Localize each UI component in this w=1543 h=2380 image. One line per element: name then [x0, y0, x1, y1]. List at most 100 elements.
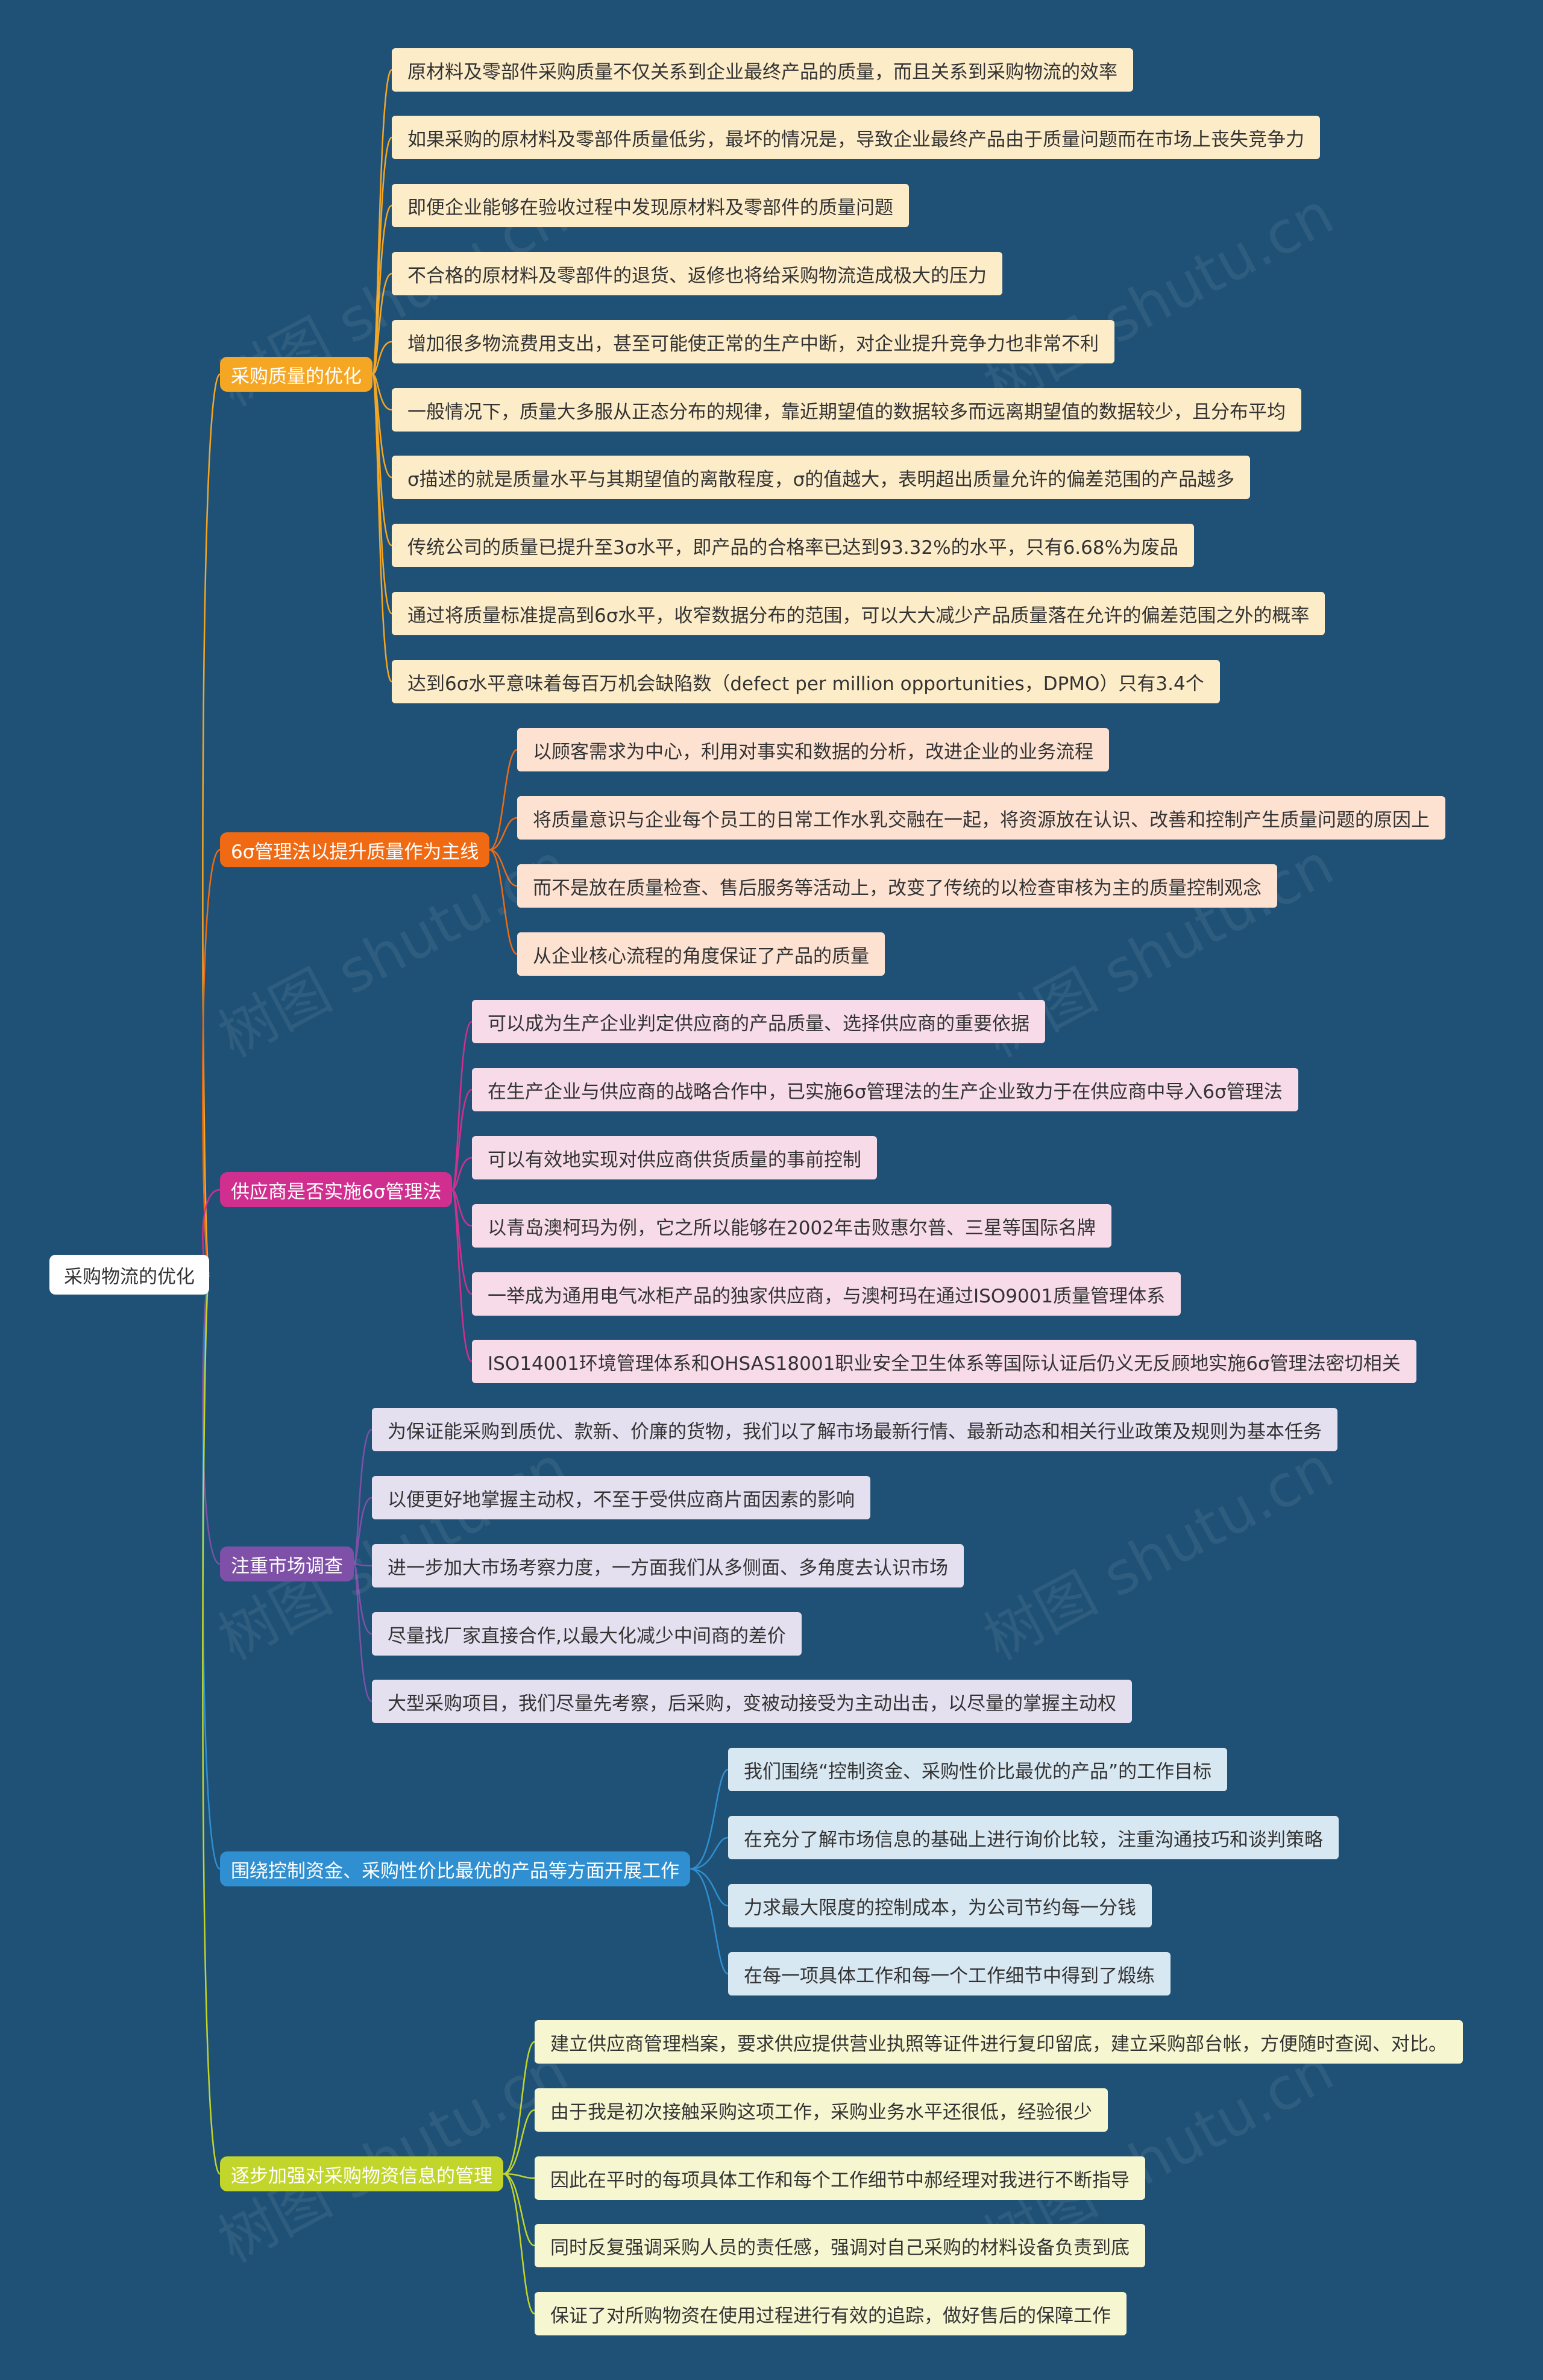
branch-to-leaf-line — [503, 2041, 535, 2175]
branch-to-leaf-line — [451, 1088, 473, 1191]
leaf-node[interactable]: 进一步加大市场考察力度，一方面我们从多侧面、多角度去认识市场 — [372, 1544, 964, 1587]
branch-node[interactable]: 注重市场调查 — [220, 1546, 354, 1581]
branch-to-leaf-line — [451, 1188, 473, 1363]
leaf-text: 尽量找厂家直接合作,以最大化减少中间商的差价 — [388, 1625, 786, 1647]
leaf-text: 达到6σ水平意味着每百万机会缺陷数（defect per million opp… — [407, 673, 1204, 695]
branch-to-leaf-line — [690, 1768, 729, 1870]
leaf-node[interactable]: 而不是放在质量检查、售后服务等活动上，改变了传统的以检查审核为主的质量控制观念 — [517, 864, 1277, 908]
branch-node[interactable]: 逐步加强对采购物资信息的管理 — [220, 2156, 503, 2191]
branch-to-leaf-line — [451, 1157, 473, 1191]
branch-label: 采购质量的优化 — [231, 365, 362, 388]
leaf-text: 传统公司的质量已提升至3σ水平，即产品的合格率已达到93.32%的水平，只有6.… — [407, 536, 1179, 559]
leaf-node[interactable]: 可以有效地实现对供应商供货质量的事前控制 — [472, 1136, 877, 1179]
branch-to-leaf-line — [353, 1428, 372, 1565]
branch-to-leaf-line — [353, 1563, 372, 1703]
branch-to-leaf-line — [503, 2173, 535, 2247]
branch-to-leaf-line — [489, 817, 518, 851]
branch-node[interactable]: 6σ管理法以提升质量作为主线 — [220, 832, 490, 867]
leaf-text: 可以成为生产企业判定供应商的产品质量、选择供应商的重要依据 — [488, 1013, 1029, 1035]
leaf-node[interactable]: 从企业核心流程的角度保证了产品的质量 — [517, 932, 885, 976]
leaf-node[interactable]: 一举成为通用电气冰柜产品的独家供应商，与澳柯玛在通过ISO9001质量管理体系 — [472, 1272, 1181, 1316]
root-to-branch-line — [202, 1273, 221, 2175]
leaf-text: σ描述的就是质量水平与其期望值的离散程度，σ的值越大，表明超出质量允许的偏差范围… — [407, 468, 1235, 491]
leaf-text: 保证了对所购物资在使用过程进行有效的追踪，做好售后的保障工作 — [550, 2305, 1111, 2327]
branch-to-leaf-line — [371, 373, 393, 683]
leaf-node[interactable]: 由于我是初次接触采购这项工作，采购业务水平还很低，经验很少 — [535, 2088, 1108, 2132]
branch-to-leaf-line — [489, 749, 518, 851]
leaf-text: 以顾客需求为中心，利用对事实和数据的分析，改进企业的业务流程 — [533, 741, 1093, 763]
leaf-node[interactable]: 原材料及零部件采购质量不仅关系到企业最终产品的质量，而且关系到采购物流的效率 — [392, 48, 1133, 92]
leaf-text: 建立供应商管理档案，要求供应提供营业执照等证件进行复印留底，建立采购部台帐，方便… — [550, 2033, 1447, 2055]
leaf-node[interactable]: 可以成为生产企业判定供应商的产品质量、选择供应商的重要依据 — [472, 1000, 1045, 1043]
branch-label: 注重市场调查 — [231, 1555, 343, 1577]
leaf-node[interactable]: 增加很多物流费用支出，甚至可能使正常的生产中断，对企业提升竞争力也非常不利 — [392, 320, 1114, 363]
leaf-text: 因此在平时的每项具体工作和每个工作细节中郝经理对我进行不断指导 — [550, 2169, 1130, 2191]
leaf-node[interactable]: 为保证能采购到质优、款新、价廉的货物，我们以了解市场最新行情、最新动态和相关行业… — [372, 1408, 1337, 1451]
leaf-node[interactable]: 一般情况下，质量大多服从正态分布的规律，靠近期望值的数据较多而远离期望值的数据较… — [392, 388, 1301, 432]
leaf-node[interactable]: ISO14001环境管理体系和OHSAS18001职业安全卫生体系等国际认证后仍… — [472, 1340, 1416, 1383]
leaf-text: 增加很多物流费用支出，甚至可能使正常的生产中断，对企业提升竞争力也非常不利 — [407, 333, 1099, 355]
leaf-text: 在每一项具体工作和每一个工作细节中得到了煅练 — [744, 1965, 1155, 1987]
leaf-text: 同时反复强调采购人员的责任感，强调对自己采购的材料设备负责到底 — [550, 2237, 1130, 2259]
leaf-node[interactable]: 我们围绕“控制资金、采购性价比最优的产品”的工作目标 — [728, 1748, 1228, 1791]
leaf-text: 可以有效地实现对供应商供货质量的事前控制 — [488, 1149, 861, 1171]
leaf-node[interactable]: 将质量意识与企业每个员工的日常工作水乳交融在一起，将资源放在认识、改善和控制产生… — [517, 796, 1445, 840]
leaf-node[interactable]: 因此在平时的每项具体工作和每个工作细节中郝经理对我进行不断指导 — [535, 2156, 1145, 2200]
root-to-branch-line — [202, 373, 221, 1276]
leaf-text: 在生产企业与供应商的战略合作中，已实施6σ管理法的生产企业致力于在供应商中导入6… — [488, 1081, 1283, 1103]
leaf-text: 而不是放在质量检查、售后服务等活动上，改变了传统的以检查审核为主的质量控制观念 — [533, 877, 1262, 899]
leaf-node[interactable]: 以青岛澳柯玛为例，它之所以能够在2002年击败惠尔普、三星等国际名牌 — [472, 1204, 1111, 1248]
branch-to-leaf-line — [372, 341, 392, 375]
leaf-node[interactable]: 力求最大限度的控制成本，为公司节约每一分钱 — [728, 1884, 1152, 1927]
leaf-node[interactable]: 以便更好地掌握主动权，不至于受供应商片面因素的影响 — [372, 1476, 870, 1519]
root-to-branch-line — [202, 849, 221, 1276]
leaf-node[interactable]: 同时反复强调采购人员的责任感，强调对自己采购的材料设备负责到底 — [535, 2224, 1145, 2267]
branch-label: 供应商是否实施6σ管理法 — [231, 1181, 442, 1203]
branch-label: 围绕控制资金、采购性价比最优的产品等方面开展工作 — [231, 1860, 679, 1882]
leaf-node[interactable]: 在每一项具体工作和每一个工作细节中得到了煅练 — [728, 1952, 1171, 1995]
leaf-node[interactable]: 保证了对所购物资在使用过程进行有效的追踪，做好售后的保障工作 — [535, 2292, 1127, 2335]
leaf-node[interactable]: σ描述的就是质量水平与其期望值的离散程度，σ的值越大，表明超出质量允许的偏差范围… — [392, 456, 1251, 499]
leaf-node[interactable]: 大型采购项目，我们尽量先考察，后采购，变被动接受为主动出击，以尽量的掌握主动权 — [372, 1680, 1132, 1723]
root-node[interactable]: 采购物流的优化 — [49, 1255, 209, 1295]
leaf-text: 以青岛澳柯玛为例，它之所以能够在2002年击败惠尔普、三星等国际名牌 — [488, 1217, 1096, 1239]
leaf-text: 如果采购的原材料及零部件质量低劣，最坏的情况是，导致企业最终产品由于质量问题而在… — [407, 128, 1304, 151]
leaf-node[interactable]: 不合格的原材料及零部件的退货、返修也将给采购物流造成极大的压力 — [392, 252, 1002, 295]
leaf-node[interactable]: 如果采购的原材料及零部件质量低劣，最坏的情况是，导致企业最终产品由于质量问题而在… — [392, 116, 1320, 159]
leaf-text: 为保证能采购到质优、款新、价廉的货物，我们以了解市场最新行情、最新动态和相关行业… — [388, 1421, 1322, 1443]
branch-to-leaf-line — [503, 2173, 535, 2179]
branch-label: 逐步加强对采购物资信息的管理 — [231, 2165, 492, 2187]
branch-to-leaf-line — [489, 849, 518, 887]
leaf-text: 由于我是初次接触采购这项工作，采购业务水平还很低，经验很少 — [550, 2101, 1092, 2123]
branch-node[interactable]: 围绕控制资金、采购性价比最优的产品等方面开展工作 — [220, 1851, 690, 1886]
leaf-text: ISO14001环境管理体系和OHSAS18001职业安全卫生体系等国际认证后仍… — [488, 1352, 1401, 1375]
branch-to-leaf-line — [690, 1868, 729, 1907]
branch-to-leaf-line — [690, 1868, 729, 1975]
leaf-node[interactable]: 建立供应商管理档案，要求供应提供营业执照等证件进行复印留底，建立采购部台帐，方便… — [535, 2020, 1463, 2064]
leaf-node[interactable]: 传统公司的质量已提升至3σ水平，即产品的合格率已达到93.32%的水平，只有6.… — [392, 524, 1195, 567]
leaf-node[interactable]: 通过将质量标准提高到6σ水平，收窄数据分布的范围，可以大大减少产品质量落在允许的… — [392, 592, 1325, 635]
leaf-node[interactable]: 以顾客需求为中心，利用对事实和数据的分析，改进企业的业务流程 — [517, 728, 1109, 771]
leaf-node[interactable]: 尽量找厂家直接合作,以最大化减少中间商的差价 — [372, 1612, 802, 1656]
branch-to-leaf-line — [451, 1188, 473, 1227]
leaf-text: 我们围绕“控制资金、采购性价比最优的产品”的工作目标 — [744, 1760, 1212, 1783]
leaf-text: 一举成为通用电气冰柜产品的独家供应商，与澳柯玛在通过ISO9001质量管理体系 — [488, 1285, 1166, 1307]
leaf-text: 进一步加大市场考察力度，一方面我们从多侧面、多角度去认识市场 — [388, 1557, 948, 1579]
leaf-text: 不合格的原材料及零部件的退货、返修也将给采购物流造成极大的压力 — [407, 265, 987, 287]
branch-label: 6σ管理法以提升质量作为主线 — [231, 841, 479, 863]
leaf-text: 即便企业能够在验收过程中发现原材料及零部件的质量问题 — [407, 196, 893, 219]
leaf-node[interactable]: 在生产企业与供应商的战略合作中，已实施6σ管理法的生产企业致力于在供应商中导入6… — [472, 1068, 1298, 1111]
branch-to-leaf-line — [371, 272, 392, 375]
leaf-node[interactable]: 达到6σ水平意味着每百万机会缺陷数（defect per million opp… — [392, 660, 1220, 703]
leaf-text: 从企业核心流程的角度保证了产品的质量 — [533, 945, 869, 967]
leaf-node[interactable]: 在充分了解市场信息的基础上进行询价比较，注重沟通技巧和谈判策略 — [728, 1816, 1339, 1859]
branch-to-leaf-line — [353, 1496, 372, 1565]
branch-node[interactable]: 供应商是否实施6σ管理法 — [220, 1172, 453, 1207]
leaf-node[interactable]: 即便企业能够在验收过程中发现原材料及零部件的质量问题 — [392, 184, 909, 227]
branch-node[interactable]: 采购质量的优化 — [220, 357, 372, 392]
branch-to-leaf-line — [489, 849, 518, 955]
leaf-text: 一般情况下，质量大多服从正态分布的规律，靠近期望值的数据较多而远离期望值的数据较… — [407, 401, 1286, 423]
leaf-text: 大型采购项目，我们尽量先考察，后采购，变被动接受为主动出击，以尽量的掌握主动权 — [388, 1692, 1116, 1715]
